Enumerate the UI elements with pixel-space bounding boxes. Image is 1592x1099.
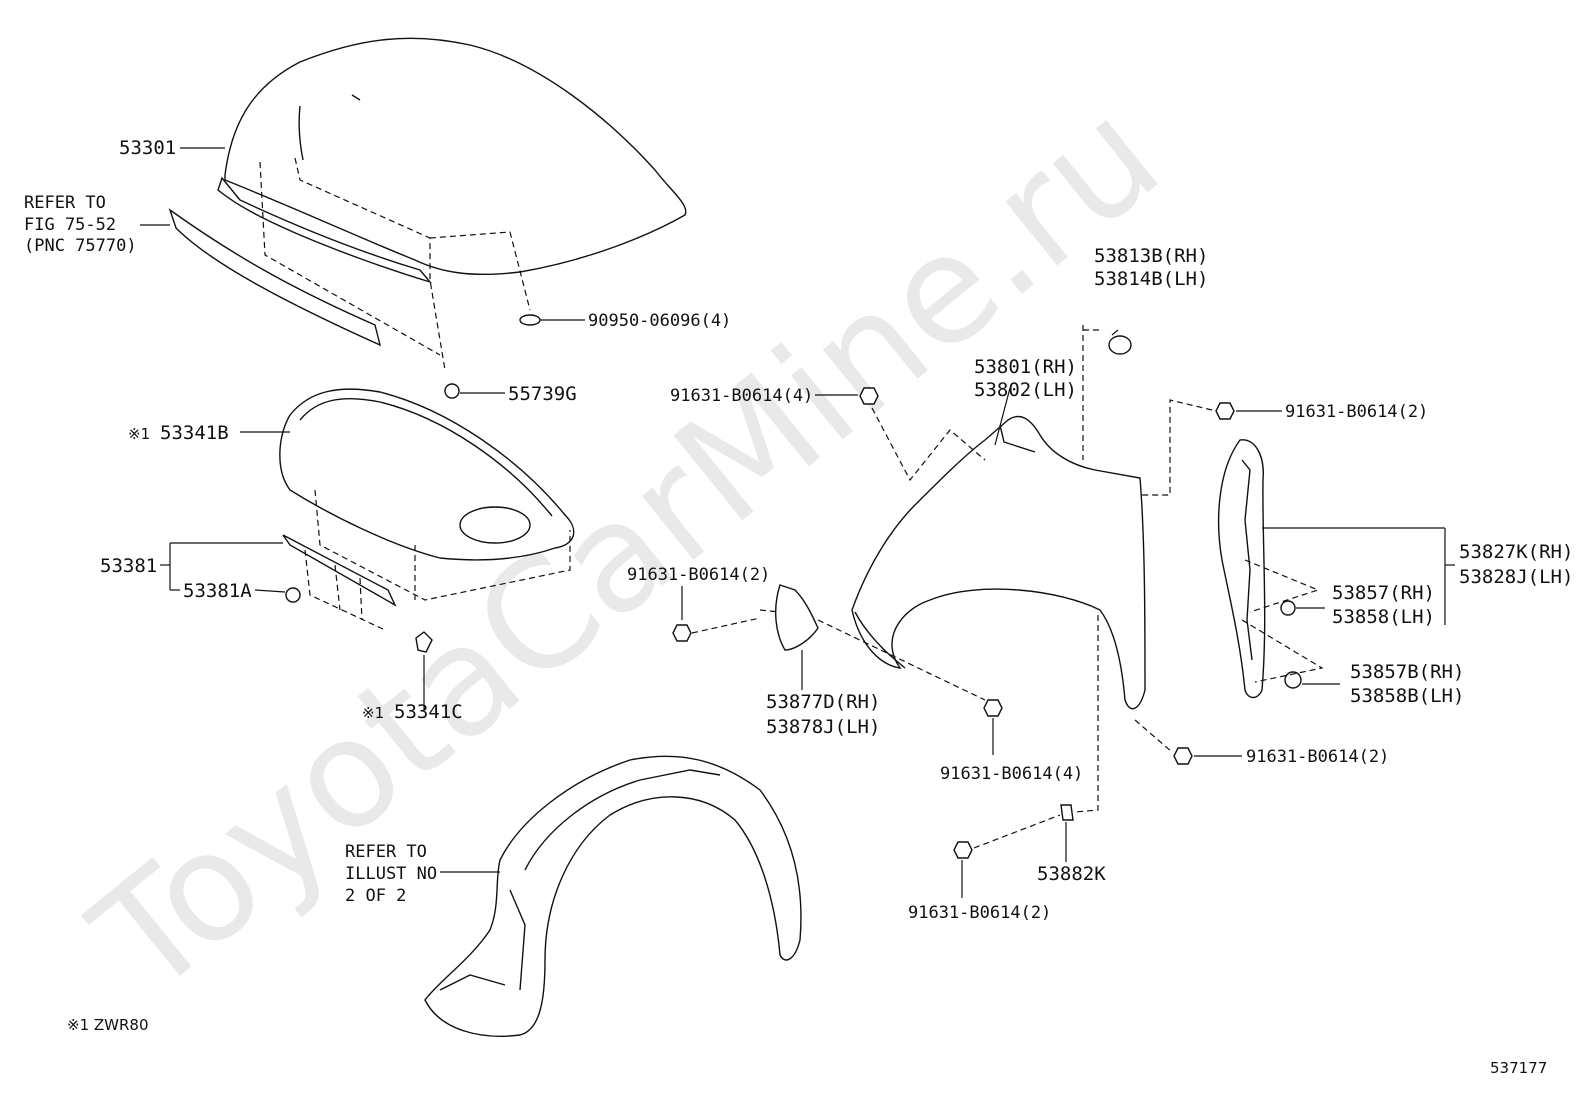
bolt-top-left-icon: [815, 387, 986, 482]
label-bolt-bottom-mid: 91631-B0614(4): [940, 764, 1083, 784]
clip-55739g-icon: [444, 383, 505, 399]
label-53877d-rh: 53877D(RH): [766, 691, 880, 713]
mudguard-drawing: [759, 584, 986, 701]
footnote: ※1 ZWR80: [67, 1016, 149, 1034]
fender-bracket-drawing: [1217, 439, 1455, 699]
label-53827k-rh: 53827K(RH): [1459, 541, 1573, 563]
bolt-bottom-right-icon: [1134, 719, 1242, 765]
figure-number: 537177: [1490, 1059, 1547, 1077]
label-53858b-lh: 53858B(LH): [1350, 685, 1464, 707]
label-53858-lh: 53858(LH): [1332, 606, 1435, 628]
hood-dashed-leaders: [259, 157, 585, 371]
cushion-53813b-icon: [1083, 329, 1132, 355]
seal-53381-drawing: [160, 534, 397, 631]
label-53341c: 53341C: [394, 701, 463, 723]
refer-illust-line1: REFER TO: [345, 842, 427, 862]
fender-drawing: [851, 325, 1146, 710]
pad-53882k-icon: [1060, 615, 1099, 862]
clips-53857b-drawing: [1241, 619, 1340, 689]
label-53802-lh: 53802(LH): [974, 379, 1077, 401]
label-53381: 53381: [100, 555, 157, 577]
label-53301: 53301: [119, 137, 176, 159]
refer-fig-line1: REFER TO: [24, 193, 106, 213]
label-bolt-top-right: 91631-B0614(2): [1285, 402, 1428, 422]
label-bolt-top-left: 91631-B0614(4): [670, 386, 813, 406]
bolt-bottom-left-icon: [953, 814, 1061, 898]
label-53882k: 53882K: [1037, 863, 1106, 885]
label-53857-rh: 53857(RH): [1332, 582, 1435, 604]
label-bolt-bottom-right: 91631-B0614(2): [1246, 747, 1389, 767]
label-53341b: 53341B: [160, 422, 229, 444]
clip-53341c-icon: [415, 631, 433, 710]
label-insulator-mark: ※1: [128, 425, 150, 443]
label-53828j-lh: 53828J(LH): [1459, 566, 1573, 588]
label-55739g: 55739G: [508, 383, 577, 405]
bolt-top-right-icon: [1140, 399, 1282, 496]
label-90950-06096: 90950-06096(4): [588, 311, 731, 331]
refer-fig-line3: (PNC 75770): [24, 236, 137, 256]
label-53857b-rh: 53857B(RH): [1350, 661, 1464, 683]
refer-illust-line3: 2 OF 2: [345, 886, 406, 906]
label-53878j-lh: 53878J(LH): [766, 716, 880, 738]
label-53813b-rh: 53813B(RH): [1094, 245, 1208, 267]
label-bolt-mid-left: 91631-B0614(2): [627, 565, 770, 585]
label-clip-c-mark: ※1: [362, 704, 384, 722]
label-53801-rh: 53801(RH): [974, 356, 1077, 378]
label-bolt-bottom-left: 91631-B0614(2): [908, 903, 1051, 923]
hood-drawing: [217, 37, 687, 284]
bolt-bottom-mid-icon: [983, 699, 1003, 755]
fender-liner-drawing: [424, 755, 802, 1037]
hood-lower-molding: [140, 208, 382, 347]
label-53814b-lh: 53814B(LH): [1094, 268, 1208, 290]
bolt-mid-left-icon: [672, 586, 761, 642]
label-53381a: 53381A: [183, 580, 252, 602]
clips-53857-drawing: [1244, 559, 1325, 616]
refer-illust-line2: ILLUST NO: [345, 864, 437, 884]
insulator-drawing: [240, 388, 575, 601]
refer-fig-line2: FIG 75-52: [24, 215, 116, 235]
